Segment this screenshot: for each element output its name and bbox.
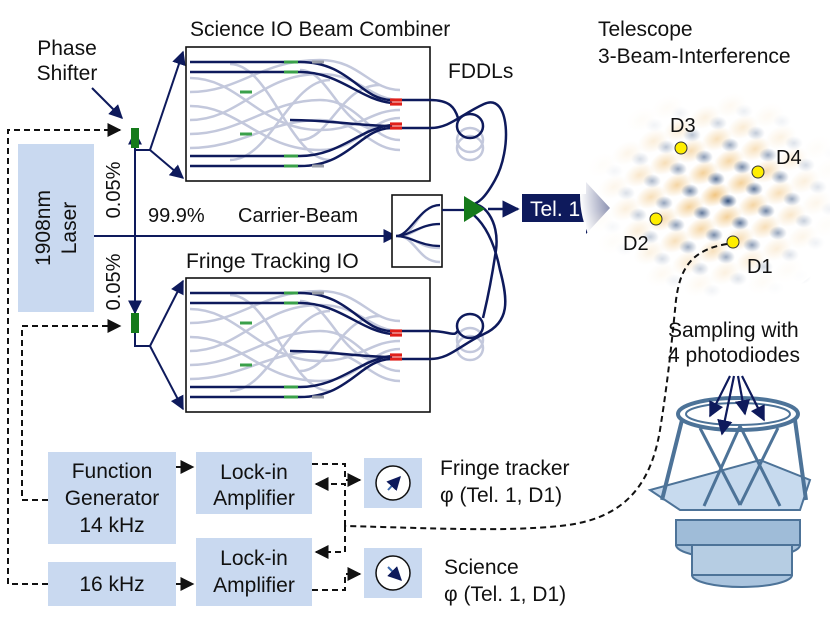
phase-shifter-bottom bbox=[131, 313, 139, 333]
lockin-top-line1: Lock-in bbox=[220, 461, 288, 484]
detector-d4-dot bbox=[751, 165, 765, 179]
telescope-structure-icon bbox=[647, 396, 812, 588]
detector-markers bbox=[649, 141, 765, 249]
freq-16-label: 16 kHz bbox=[79, 573, 144, 596]
sampling-label-line2: 4 photodiodes bbox=[668, 344, 800, 367]
lockin-top-line2: Amplifier bbox=[213, 487, 295, 510]
laser-box bbox=[18, 144, 94, 312]
laser-label-line2: Laser bbox=[58, 202, 81, 255]
fringe-phase-meter bbox=[364, 458, 422, 508]
lockin-bottom-block: Lock-in Amplifier bbox=[196, 538, 312, 606]
science-couplers-grey bbox=[312, 60, 324, 168]
science-output-line1: Science bbox=[444, 556, 519, 579]
function-generator-block: Function Generator 14 kHz bbox=[48, 452, 176, 544]
detector-d3-dot bbox=[674, 141, 688, 155]
laser-label-line1: 1908nm bbox=[32, 190, 55, 266]
freq-16-block: 16 kHz bbox=[48, 562, 176, 606]
sampling-label-line1: Sampling with bbox=[668, 319, 799, 342]
fddl-coils-faint bbox=[455, 126, 485, 362]
split-bottom-label: 0.05% bbox=[103, 253, 125, 310]
output-coupler-triangle bbox=[464, 196, 485, 222]
beam-paths bbox=[91, 50, 398, 411]
fringe-io-title: Fringe Tracking IO bbox=[186, 250, 359, 273]
detector-d2-label: D2 bbox=[623, 233, 649, 255]
science-phase-meter bbox=[364, 548, 422, 598]
carrier-percent: 99.9% bbox=[148, 205, 205, 227]
tel1-label: Tel. 1 bbox=[530, 198, 580, 221]
lockin-bottom-line1: Lock-in bbox=[220, 547, 288, 570]
science-io-chip bbox=[185, 46, 431, 182]
fringe-output-line1: Fringe tracker bbox=[440, 457, 570, 480]
detector-d1-dot bbox=[726, 235, 740, 249]
detector-d1-label: D1 bbox=[747, 256, 773, 278]
fddl-fibers bbox=[429, 98, 508, 361]
telescope-title-line2: 3-Beam-Interference bbox=[598, 45, 791, 68]
photodiode-arrows bbox=[709, 375, 765, 436]
science-couplers-green bbox=[240, 60, 298, 168]
phase-shifter-label-line1: Phase bbox=[37, 37, 97, 60]
detector-d4-label: D4 bbox=[776, 147, 802, 169]
interference-pattern bbox=[580, 80, 830, 310]
fringe-vignette bbox=[580, 80, 830, 310]
science-waveguides-dark bbox=[190, 60, 430, 168]
split-top-label: 0.05% bbox=[103, 161, 125, 218]
phase-shifter-label-line2: Shifter bbox=[37, 62, 98, 85]
science-output-line2: φ (Tel. 1, D1) bbox=[444, 583, 566, 606]
fringe-io-chip bbox=[185, 277, 431, 413]
detector-d2-dot bbox=[649, 212, 663, 226]
detector-d3-label: D3 bbox=[670, 115, 696, 137]
d1-signal-line bbox=[344, 243, 728, 531]
control-dashed-wires bbox=[7, 123, 362, 591]
science-couplers-red bbox=[390, 98, 402, 130]
lockin-top-block: Lock-in Amplifier bbox=[196, 452, 312, 514]
lockin-bottom-line2: Amplifier bbox=[213, 574, 295, 597]
carrier-beam-label: Carrier-Beam bbox=[238, 205, 358, 227]
fringe-output-line2: φ (Tel. 1, D1) bbox=[440, 484, 562, 507]
phase-shifter-top bbox=[131, 128, 139, 148]
function-generator-line2: Generator bbox=[65, 487, 160, 510]
function-generator-line1: Function bbox=[72, 460, 153, 483]
function-generator-line3: 14 kHz bbox=[79, 514, 144, 537]
fddls-label: FDDLs bbox=[448, 60, 513, 83]
science-io-title: Science IO Beam Combiner bbox=[190, 18, 450, 41]
telescope-title-line1: Telescope bbox=[598, 18, 693, 41]
